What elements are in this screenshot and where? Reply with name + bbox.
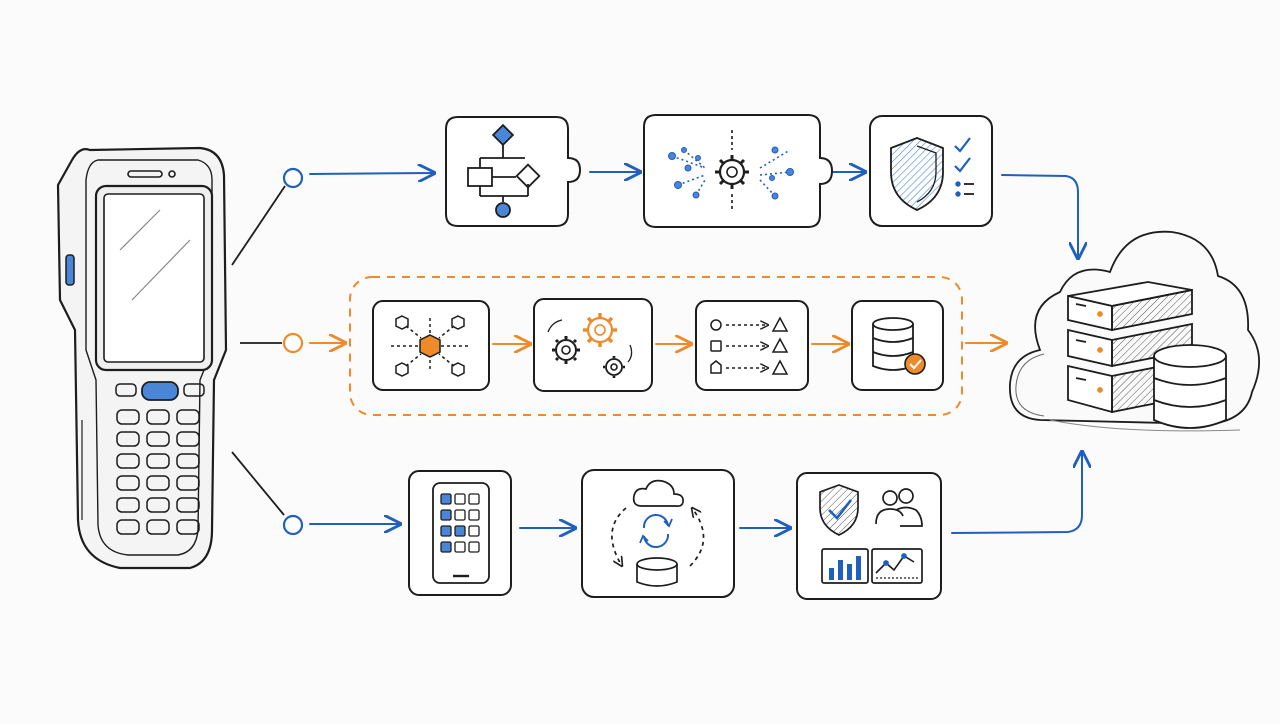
arrow-top-to-cloud [1001, 174, 1078, 258]
database-cylinder-icon [1153, 344, 1227, 429]
step-card-security-analytics [796, 472, 942, 600]
keypad-key [116, 497, 140, 513]
step-card-cloud-sync [581, 469, 735, 598]
gear-left [552, 336, 580, 364]
keypad-key [176, 431, 200, 447]
app-tile-grid [440, 493, 480, 553]
arrow-top-1 [309, 173, 434, 174]
keypad-key [146, 519, 170, 535]
device-camera [168, 170, 176, 178]
flow-arrows [309, 172, 1082, 534]
connector-node-top [282, 167, 304, 189]
keypad-key [116, 519, 140, 535]
step-card-verified-database [851, 300, 944, 391]
hub-network-icon [391, 315, 469, 377]
app-tile [440, 525, 452, 537]
app-tile [440, 541, 452, 553]
branch-line-top [231, 185, 286, 266]
device-body-inner [85, 159, 213, 556]
keypad-key [176, 519, 200, 535]
step-card-processing [533, 298, 653, 392]
step-card-data-mapping [695, 300, 809, 391]
connector-node-bottom [282, 514, 304, 536]
keypad-key [146, 431, 170, 447]
device-keypad [116, 409, 200, 535]
card-frame [533, 298, 653, 392]
keypad-key [176, 475, 200, 491]
step-card-security-check [869, 115, 993, 227]
process-flowchart-icon [467, 123, 541, 218]
keypad-key [146, 497, 170, 513]
card-frame [445, 116, 582, 227]
keypad-key [116, 409, 140, 425]
integration-gear-network-icon [668, 130, 794, 212]
app-tile [454, 493, 466, 505]
keypad-key [146, 453, 170, 469]
verified-database-icon [872, 317, 926, 375]
app-tile [468, 509, 480, 521]
keypad-key [116, 431, 140, 447]
arrow-bot-to-cloud [951, 452, 1082, 534]
step-card-integration [643, 114, 834, 228]
card-frame [581, 469, 735, 598]
screen-glare [119, 209, 191, 301]
app-tile [440, 509, 452, 521]
connector-node-middle [282, 332, 304, 354]
gear-small [603, 356, 625, 378]
keypad-key [116, 475, 140, 491]
keypad-key [146, 409, 170, 425]
app-tile [454, 509, 466, 521]
branch-line-bottom [231, 451, 285, 516]
cloud-outline-sketch [1015, 353, 1045, 417]
security-users-analytics-icon [819, 484, 923, 584]
keypad-key [116, 453, 140, 469]
middle-flow-group-frame [349, 276, 963, 416]
data-mapping-icon [710, 316, 789, 375]
device-speaker [127, 170, 163, 178]
keypad-key [176, 497, 200, 513]
processing-gears-icon [547, 313, 633, 378]
app-tile [454, 541, 466, 553]
step-card-process-flowchart [445, 116, 582, 227]
device-branches [231, 185, 286, 516]
keypad-key [176, 409, 200, 425]
card-frame [796, 472, 942, 600]
side-button [65, 254, 75, 286]
step-card-mobile-app [408, 470, 512, 596]
nav-key-right [183, 383, 205, 397]
nav-key-left [115, 383, 137, 397]
keypad-key [146, 475, 170, 491]
scan-trigger-button [141, 381, 179, 401]
app-tile [454, 525, 466, 537]
cloud-server-datacenter-icon [1009, 230, 1261, 432]
card-frame [851, 300, 944, 391]
app-tile [468, 493, 480, 505]
rugged-handheld-scanner-icon [56, 146, 228, 570]
app-tile [440, 493, 452, 505]
step-card-hub-network [372, 300, 490, 391]
security-shield-checklist-icon [890, 137, 974, 211]
app-tile [468, 541, 480, 553]
mobile-app-icon [432, 482, 490, 584]
cloud-database-sync-icon [611, 479, 705, 587]
keypad-key [176, 453, 200, 469]
gear-large-orange [583, 313, 617, 347]
app-tile [468, 525, 480, 537]
card-frame [643, 114, 834, 228]
ground-shadow [1049, 419, 1241, 432]
